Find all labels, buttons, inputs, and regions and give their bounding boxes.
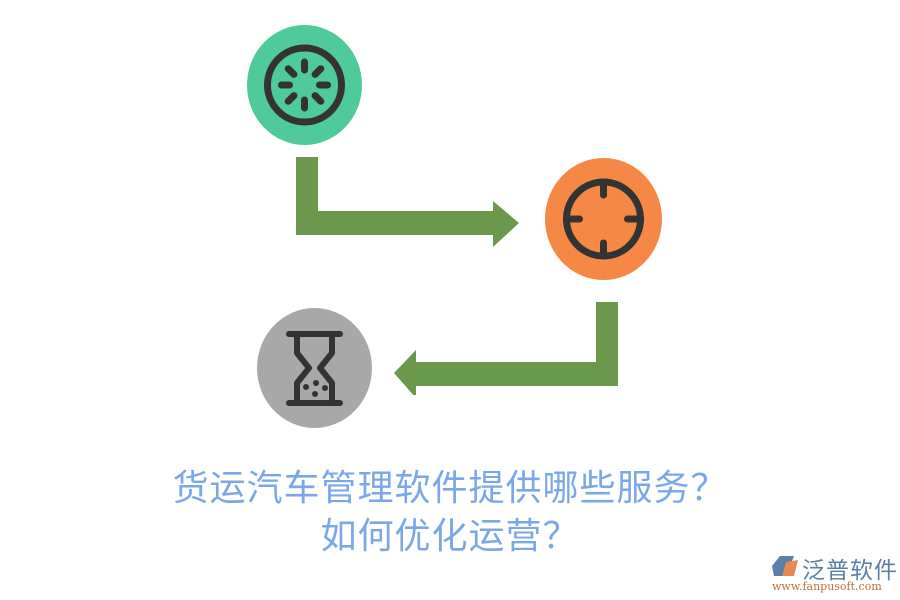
step2-node — [545, 158, 662, 280]
title-line-1: 货运汽车管理软件提供哪些服务？ — [172, 468, 728, 509]
title-line-2: 如何优化运营？ — [320, 516, 580, 557]
step1-node — [247, 25, 362, 145]
brand-url: www.fanpusoft.com — [772, 580, 882, 593]
step3-node — [257, 308, 372, 428]
watermark-logo: 泛普软件 www.fanpusoft.com — [768, 550, 898, 595]
loading-spinner-icon — [264, 44, 345, 126]
arrow-step2-to-step3 — [394, 302, 618, 395]
crosshair-target-icon — [563, 178, 644, 260]
brand-logo-icon — [772, 556, 798, 576]
arrow-step1-to-step2 — [296, 157, 519, 247]
brand-name: 泛普软件 — [802, 558, 898, 584]
hourglass-icon — [286, 331, 343, 406]
